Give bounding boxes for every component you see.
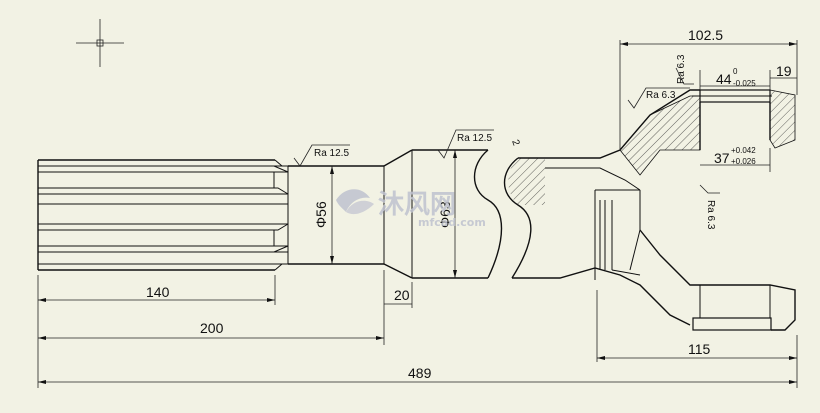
- yoke-body: [503, 89, 796, 331]
- watermark-logo: 沐风网 mfcad.com: [336, 189, 486, 229]
- watermark-cn: 沐风网: [378, 190, 456, 220]
- roughness-label-5: Ra 6.3: [705, 200, 716, 230]
- roughness-label-1: Ra 12.5: [314, 148, 349, 159]
- dim-489: 489: [408, 365, 432, 381]
- dim-37-lower-tol: +0.026: [731, 157, 756, 166]
- dim-200: 200: [200, 320, 224, 336]
- dim-44-upper-tol: 0: [733, 67, 738, 76]
- dimension-lines: [37, 40, 798, 388]
- dim-37-upper-tol: +0.042: [731, 146, 756, 155]
- dim-102-5: 102.5: [688, 27, 723, 43]
- dim-dia-56: Φ56: [313, 201, 329, 228]
- dim-44: 44: [716, 71, 732, 87]
- dim-37: 37: [714, 150, 730, 166]
- roughness-symbols: [293, 67, 720, 194]
- roughness-label-2: Ra 12.5: [457, 133, 492, 144]
- dim-chamfer-2: 2: [509, 138, 521, 147]
- roughness-label-3: Ra 6.3: [646, 90, 676, 101]
- dim-44-lower-tol: -0.025: [733, 79, 756, 88]
- splined-shaft: [37, 149, 503, 279]
- dim-20: 20: [394, 287, 410, 303]
- crosshair-icon: [76, 19, 124, 67]
- watermark-url: mfcad.com: [418, 216, 486, 229]
- dim-115: 115: [688, 341, 711, 357]
- dim-140: 140: [146, 284, 170, 300]
- dim-dia-63: Φ63: [437, 201, 453, 228]
- dim-19: 19: [776, 63, 792, 79]
- roughness-label-4: Ra 6.3: [676, 54, 687, 84]
